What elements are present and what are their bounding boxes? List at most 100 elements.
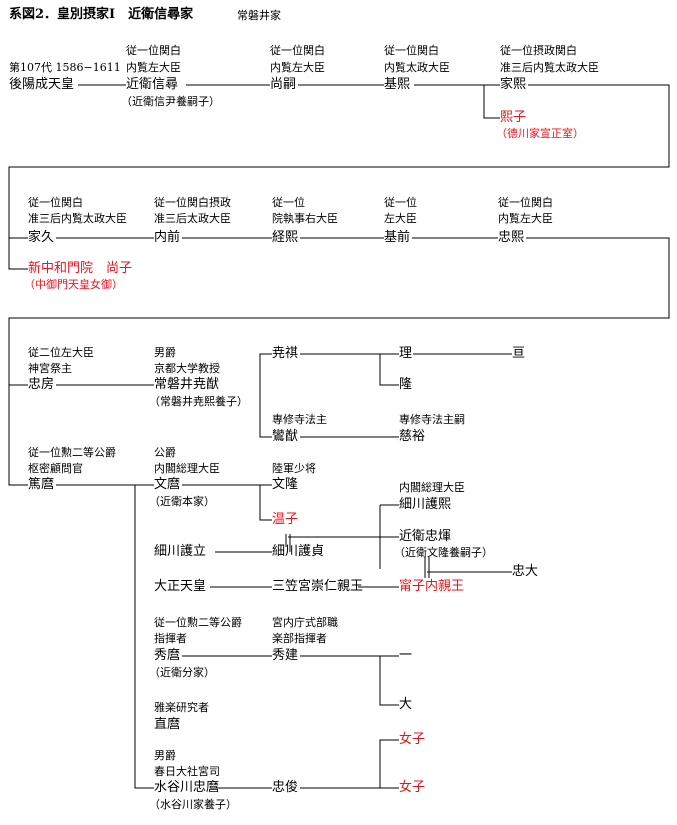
line-iehiro-hiroko: [483, 85, 500, 119]
person-hidetake: 秀建: [272, 648, 299, 663]
note-morihiro: 内閣総理大臣: [399, 481, 465, 494]
note-iehiro-2: 准三后内覧太政大臣: [500, 61, 599, 74]
person-jiyu: 慈裕: [399, 429, 426, 444]
person-tadateru: 近衛忠煇: [399, 529, 452, 544]
person-iehisa: 家久: [28, 230, 55, 245]
note-atsumaro-2: 枢密顧問官: [28, 462, 83, 475]
note-tsunehiro-1: 従一位: [272, 196, 305, 209]
line-atsumaro-children: [134, 485, 154, 789]
sub-tadateru: （近衛文隆養嗣子）: [394, 546, 493, 559]
person-hiroko: 熙子: [500, 110, 527, 125]
note-hidemaro-2: 指揮者: [154, 632, 187, 645]
note-fumimaro-1: 公爵: [154, 446, 176, 459]
person-nobuhiro: 近衛信尋: [126, 77, 179, 92]
note-motohiro-1: 従一位関白: [384, 44, 439, 57]
person-tsunehiro: 経熙: [272, 230, 299, 245]
note-tsunehiro-2: 院執事右大臣: [272, 212, 338, 225]
person-tadamaro: 水谷川忠麿: [154, 780, 220, 795]
note-naomaro: 雅楽研究者: [154, 701, 209, 714]
person-atsuko: 温子: [272, 512, 299, 527]
person-goyozei: 後陽成天皇: [9, 77, 75, 92]
line-iehiro-continuation: [8, 84, 670, 239]
note-takanori-1: 男爵: [154, 346, 176, 359]
note-uchisaki-2: 准三后太政大臣: [154, 212, 231, 225]
note-nobuhiro-1: 従一位関白: [126, 44, 181, 57]
person-moritatsu: 細川護立: [154, 544, 207, 559]
person-gyoyu: 鸞猷: [272, 429, 299, 444]
note-hidetake-2: 楽部指揮者: [272, 632, 327, 645]
person-morihiro: 細川護熙: [399, 497, 452, 512]
person-iehiro: 家熙: [500, 77, 527, 92]
line-takanori-gyoki: [259, 353, 272, 385]
note-jiyu: 専修寺法主嗣: [399, 413, 465, 426]
person-hisako: 新中和門院 尚子: [28, 261, 133, 276]
person-motohiro: 基熙: [384, 77, 411, 92]
sub-nobuhiro: （近衛信尹養嗣子）: [121, 95, 220, 108]
line-iehisa-hisako: [8, 238, 28, 270]
note-atsumaro-1: 従一位勲二等公爵: [28, 446, 116, 459]
person-hajime: 一: [399, 648, 413, 663]
note-motosaki-1: 従一位: [384, 196, 417, 209]
page-title: 系図2．皇別摂家Ⅰ 近衛信尋家: [9, 7, 194, 22]
note-hidetake-1: 宮内庁式部職: [272, 616, 338, 629]
line-takanori-sons: [259, 385, 272, 438]
note-fumitaka: 陸軍少将: [272, 462, 316, 475]
note-takanori-2: 京都大学教授: [154, 362, 220, 375]
person-takashi: 隆: [399, 377, 413, 392]
note-goyozei: 第107代 1586−1611: [9, 61, 121, 74]
page-subtitle: 常磐井家: [237, 9, 281, 22]
sub-tadamaro: （水谷川家養子）: [149, 798, 237, 811]
person-takanori: 常磐井尭猷: [154, 377, 220, 392]
line-fumimaro-atsuko: [259, 485, 272, 521]
note-nobuhiro-2: 内覧左大臣: [126, 61, 181, 74]
person-wataru: 亘: [512, 346, 526, 361]
note-fumimaro-2: 内閣総理大臣: [154, 462, 220, 475]
note-iehiro-1: 従一位摂政関白: [500, 44, 577, 57]
person-joshi2: 女子: [399, 780, 426, 795]
person-uchisaki: 内前: [154, 230, 181, 245]
sub-hisako: （中御門天皇女御）: [24, 278, 123, 291]
person-naomaro: 直麿: [154, 717, 181, 732]
line-osamu-takashi: [379, 354, 399, 386]
person-gyoki: 尭祺: [272, 346, 299, 361]
note-tadahiro-1: 従一位関白: [498, 196, 553, 209]
person-fumimaro: 文麿: [154, 477, 181, 492]
line-tadahiro-continuation: [8, 237, 670, 486]
person-tadahiro: 忠熙: [498, 230, 525, 245]
note-hidemaro-1: 従一位勲二等公爵: [154, 616, 242, 629]
note-hisatsugu-2: 内覧左大臣: [270, 61, 325, 74]
person-tadatoshi: 忠俊: [272, 780, 299, 795]
person-atsumaro: 篤麿: [28, 477, 55, 492]
person-hidemaro: 秀麿: [154, 648, 181, 663]
note-hisatsugu-1: 従一位関白: [270, 44, 325, 57]
note-tadafusa-2: 神宮祭主: [28, 362, 72, 375]
line-hidetake-dai: [379, 656, 399, 706]
note-tadahiro-2: 内覧左大臣: [498, 212, 553, 225]
person-osamu: 理: [399, 346, 413, 361]
note-iehisa-2: 准三后内覧太政大臣: [28, 212, 127, 225]
person-taisho: 大正天皇: [154, 579, 207, 594]
line-tadatoshi-joshi1: [379, 739, 399, 788]
person-joshi1: 女子: [399, 732, 426, 747]
sub-hiroko: （德川家宣正室）: [496, 127, 584, 140]
person-tadafusa: 忠房: [28, 377, 55, 392]
person-dai: 大: [399, 697, 413, 712]
sub-takanori: （常磐井尭熙養子）: [149, 395, 248, 408]
note-tadamaro-1: 男爵: [154, 749, 176, 762]
person-motosaki: 基前: [384, 230, 411, 245]
note-motohiro-2: 内覧太政大臣: [384, 61, 450, 74]
person-yasuko: 甯子内親王: [399, 579, 465, 594]
note-iehisa-1: 従一位関白: [28, 196, 83, 209]
note-tadafusa-1: 従二位左大臣: [28, 346, 94, 359]
note-tadamaro-2: 春日大社宮司: [154, 765, 220, 778]
sub-fumimaro: （近衛本家）: [149, 495, 215, 508]
person-morisada: 細川護貞: [272, 544, 325, 559]
sub-hidemaro: （近衛分家）: [149, 666, 215, 679]
note-motosaki-2: 左大臣: [384, 212, 417, 225]
note-uchisaki-1: 従一位関白摂政: [154, 196, 231, 209]
person-mikasa: 三笠宮崇仁親王: [272, 579, 364, 594]
person-hisatsugu: 尚嗣: [270, 77, 297, 92]
person-fumitaka: 文隆: [272, 477, 299, 492]
